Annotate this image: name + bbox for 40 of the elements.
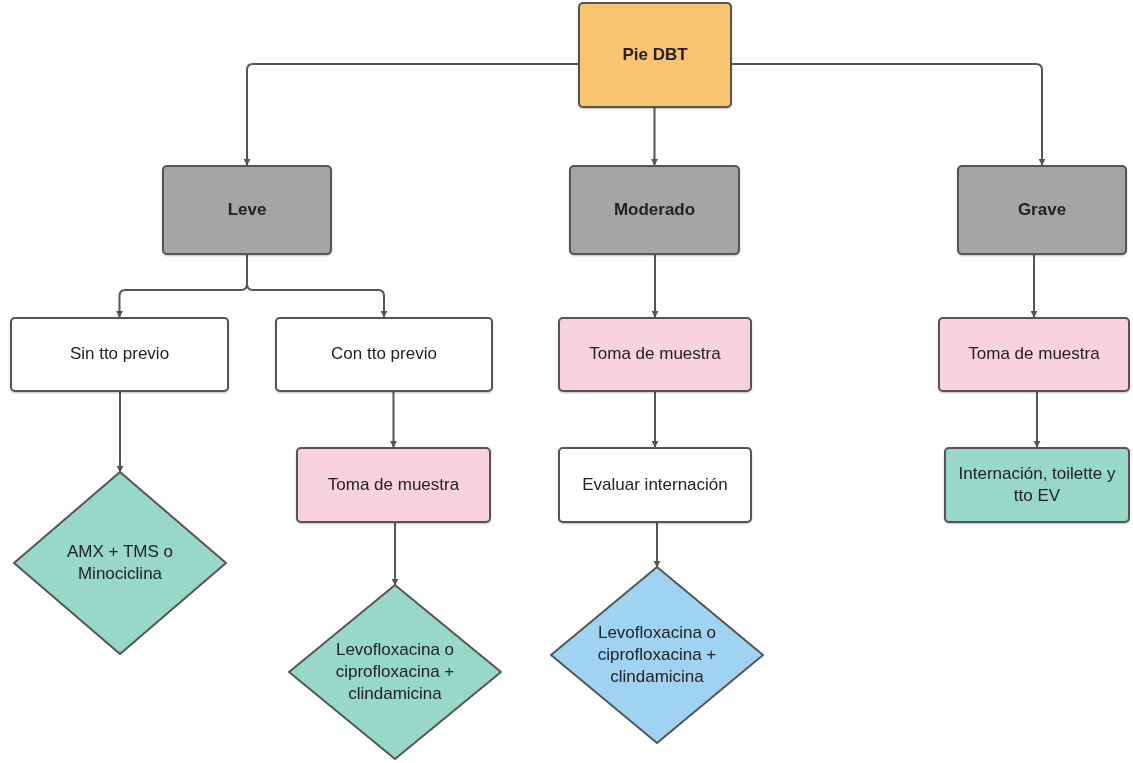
arrow <box>651 391 659 448</box>
process-box <box>957 165 1127 255</box>
decision-diamond <box>287 583 503 761</box>
process-box <box>578 2 732 108</box>
process-box <box>10 317 229 392</box>
process-box <box>938 317 1130 392</box>
arrow <box>651 254 659 318</box>
node-text: Toma de muestra <box>327 473 460 496</box>
node-text: Levofloxacina o ciprofloxacina + clindamicina <box>596 621 718 689</box>
arrow <box>116 391 124 473</box>
arrow <box>243 63 579 166</box>
arrow <box>246 254 388 318</box>
node-text: Evaluar internación <box>582 473 728 496</box>
arrow <box>391 522 399 586</box>
decision-diamond <box>12 470 228 656</box>
node-text: Leve <box>227 198 267 221</box>
node-text: Grave <box>1017 198 1067 221</box>
process-box <box>275 317 493 392</box>
node-text: Pie DBT <box>622 43 688 66</box>
node-text: Levofloxacina o ciprofloxacina + clindamicina <box>334 638 456 706</box>
arrow <box>390 391 397 448</box>
process-box <box>944 447 1130 523</box>
process-box <box>296 447 491 523</box>
process-box <box>558 447 752 523</box>
process-box <box>558 317 752 392</box>
process-box <box>569 165 740 255</box>
arrow <box>731 63 1046 166</box>
node-text: Toma de muestra <box>968 343 1100 366</box>
node-text: AMX + TMS o Minociclina <box>66 540 174 585</box>
process-box <box>162 165 332 255</box>
arrow <box>653 522 661 568</box>
arrow <box>1030 254 1038 318</box>
arrow <box>1033 391 1041 448</box>
node-text: Con tto previo <box>331 343 437 366</box>
node-text: Internación, toilette y tto EV <box>957 462 1117 507</box>
node-text: Moderado <box>613 198 696 221</box>
arrow <box>651 107 658 166</box>
node-text: Sin tto previo <box>69 343 170 366</box>
node-text: Toma de muestra <box>589 343 721 366</box>
decision-diamond <box>549 565 765 745</box>
